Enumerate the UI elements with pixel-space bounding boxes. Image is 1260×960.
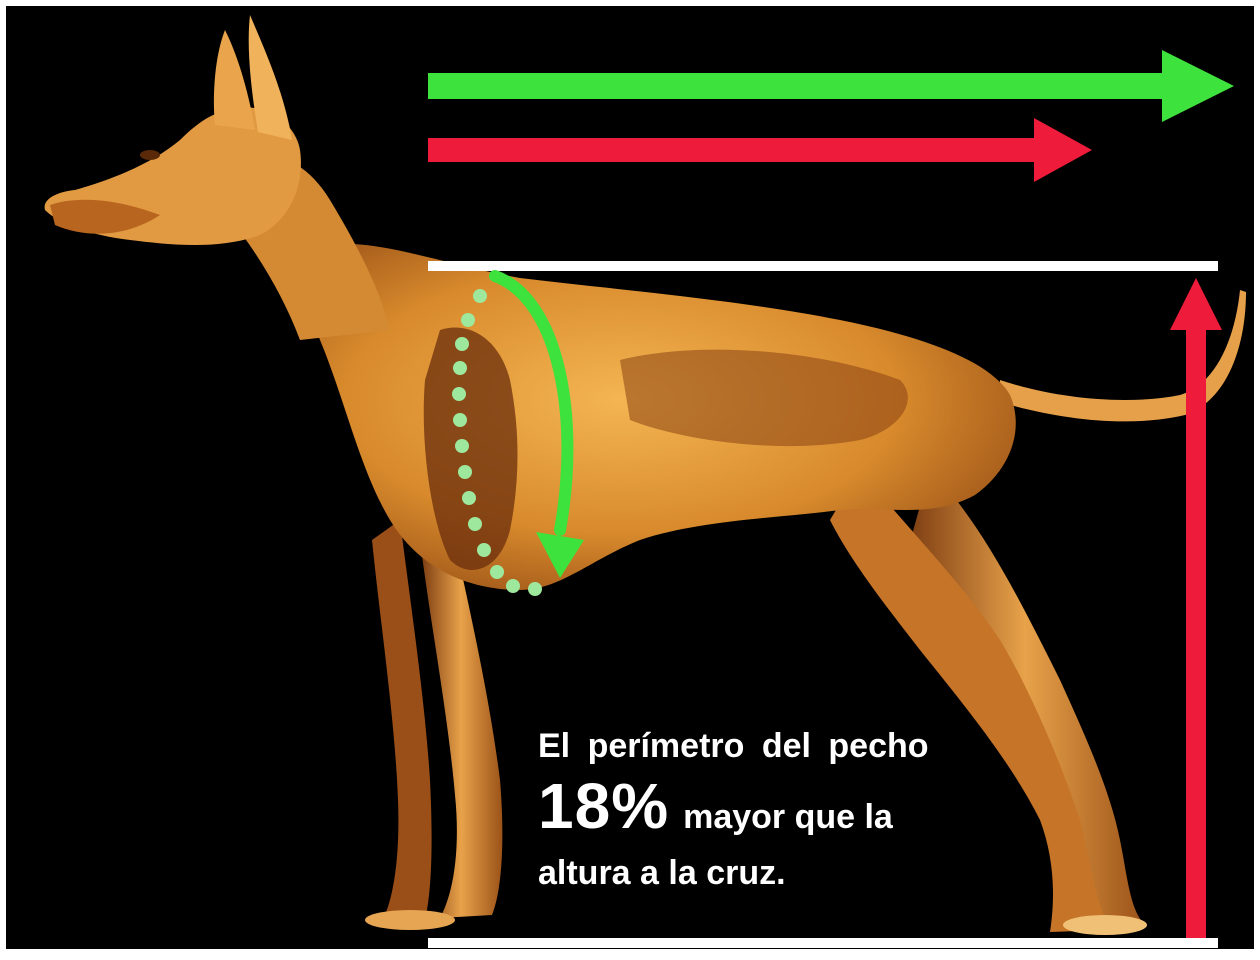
- caption-line-3: altura a la cruz.: [538, 854, 786, 892]
- caption-line-2-rest: mayor que la: [683, 798, 893, 836]
- dog-silhouette: [44, 15, 1246, 935]
- height-arrow-up-icon: [1170, 278, 1222, 938]
- red-length-arrow: [428, 118, 1092, 182]
- caption-block: El perímetro del pecho 18% mayor que la a…: [538, 722, 1098, 893]
- caption-line-1: El perímetro del pecho: [538, 727, 929, 765]
- green-length-arrow: [428, 50, 1234, 122]
- chest-curved-arrow-down-icon: [489, 270, 584, 578]
- caption-line-2: 18% mayor que la: [538, 770, 1098, 853]
- withers-reference-line: [428, 261, 1218, 271]
- caption-percent: 18%: [538, 770, 670, 842]
- ground-reference-line: [428, 938, 1218, 948]
- dotted-chest-guide: [452, 289, 542, 596]
